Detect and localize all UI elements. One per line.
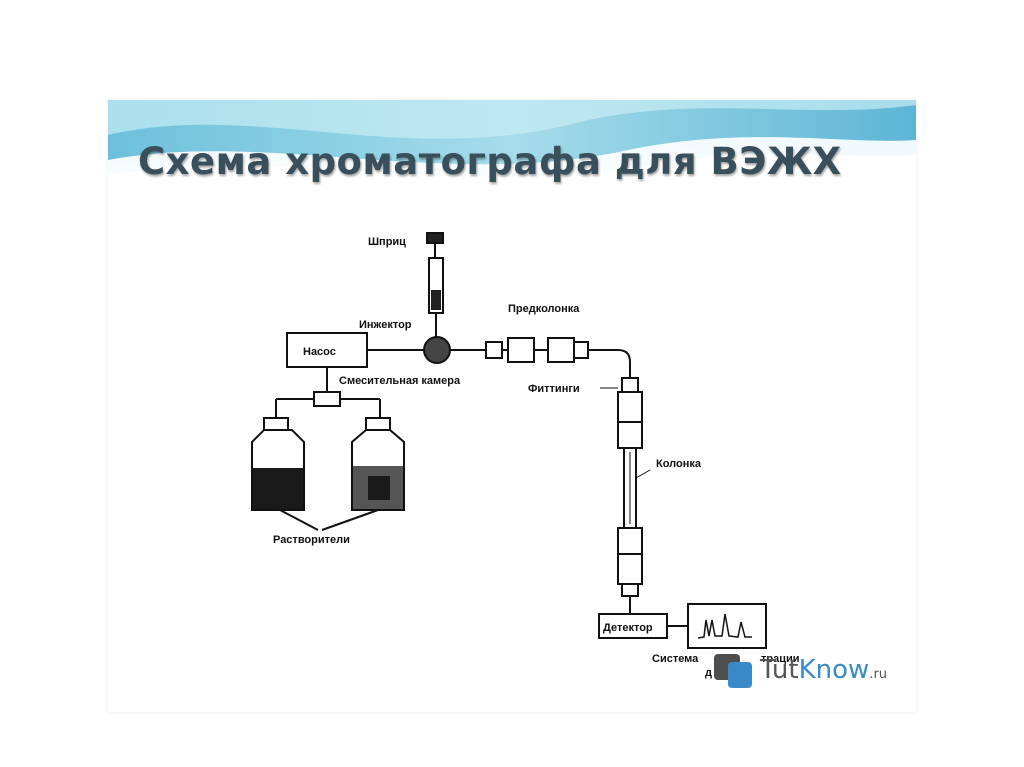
watermark-brand-1: Tut	[760, 655, 799, 685]
label-detector: Детектор	[603, 622, 653, 634]
column-icon	[617, 377, 643, 614]
watermark-brand-suffix: .ru	[869, 667, 888, 682]
watermark-brand-2: Know	[798, 655, 870, 685]
label-precolumn: Предколонка	[508, 303, 580, 315]
label-data-system-2: трации	[761, 653, 800, 665]
syringe-icon	[426, 232, 444, 340]
tutknow-logo-icon	[714, 654, 752, 688]
label-data-system-3: д	[705, 667, 712, 679]
label-pump: Насос	[303, 346, 336, 358]
label-data-system-1: Система	[652, 653, 699, 665]
solvent-bottle-right	[351, 417, 405, 511]
label-mixing-chamber: Смесительная камера	[339, 375, 461, 387]
detector-box	[598, 613, 668, 639]
label-syringe: Шприц	[368, 236, 406, 248]
slide-banner	[108, 100, 916, 215]
chromatogram-icon	[697, 613, 752, 639]
label-fittings: Фиттинги	[528, 383, 580, 395]
slide-title: Схема хроматографа для ВЭЖХ	[138, 140, 842, 183]
solvent-bottle-left	[251, 417, 305, 511]
label-injector: Инжектор	[359, 319, 412, 331]
mixing-chamber	[313, 391, 341, 407]
slide: Схема хроматографа для ВЭЖХ	[108, 100, 916, 712]
precolumn-icon	[485, 337, 589, 363]
injector-icon	[423, 336, 451, 364]
label-column: Колонка	[656, 458, 702, 470]
tutknow-watermark: TutKnow.ru	[760, 655, 887, 685]
label-solvents: Растворители	[273, 534, 350, 546]
